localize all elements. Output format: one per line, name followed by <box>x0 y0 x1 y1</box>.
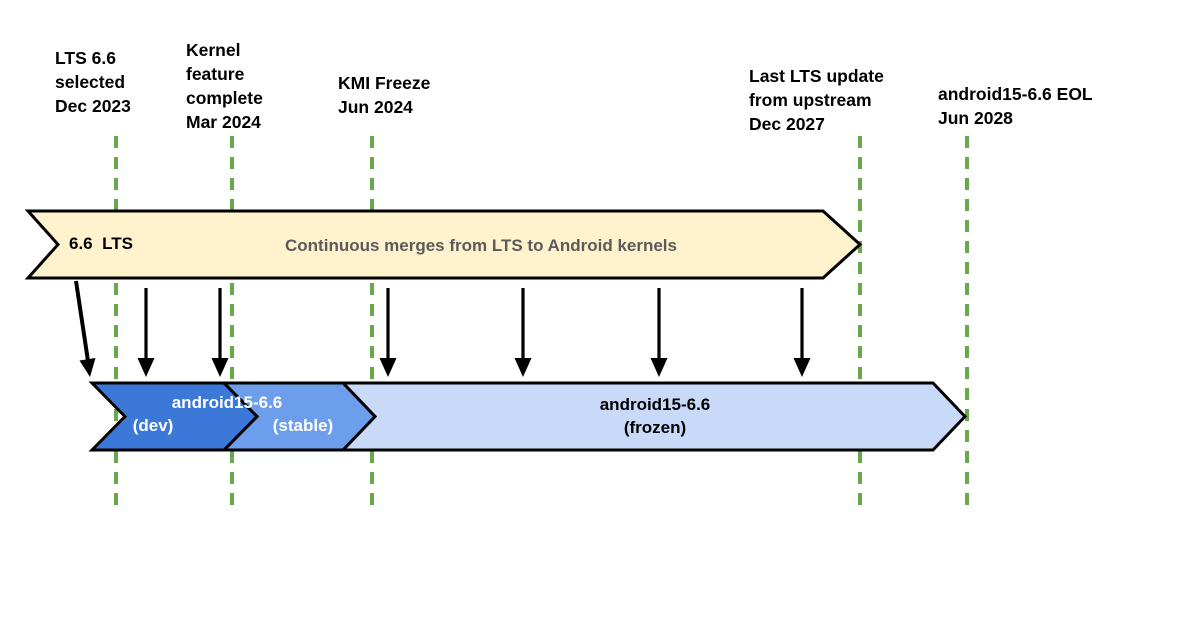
stable-phase-label: (stable) <box>272 416 334 435</box>
merge-arrow <box>211 288 229 377</box>
merge-arrow <box>514 288 532 377</box>
merge-arrow-slanted <box>74 280 96 377</box>
milestone-label-last-lts-update: Last LTS update from upstream Dec 2027 <box>749 66 884 134</box>
milestone-label-eol: android15-6.6 EOL Jun 2028 <box>938 84 1093 128</box>
merge-arrow <box>137 288 155 377</box>
merge-arrow <box>793 288 811 377</box>
merge-arrow <box>650 288 668 377</box>
milestone-label-kmi-freeze: KMI Freeze Jun 2024 <box>338 73 431 117</box>
frozen-branch-label: android15-6.6 (frozen) <box>599 395 711 437</box>
milestone-label-feature-complete: Kernel feature complete Mar 2024 <box>186 40 263 132</box>
dev-phase-label: (dev) <box>132 416 174 435</box>
lts-banner-ribbon <box>24 209 863 280</box>
lts-version-tag: 6.6 LTS <box>69 234 133 253</box>
milestone-label-lts-selected: LTS 6.6 selected Dec 2023 <box>55 48 131 116</box>
lts-banner-description: Continuous merges from LTS to Android ke… <box>285 236 677 255</box>
merge-arrow <box>379 288 397 377</box>
merge-arrows <box>74 280 811 377</box>
dev-chevron <box>88 381 260 452</box>
dev-stable-branch-title: android15-6.6 <box>171 393 283 412</box>
